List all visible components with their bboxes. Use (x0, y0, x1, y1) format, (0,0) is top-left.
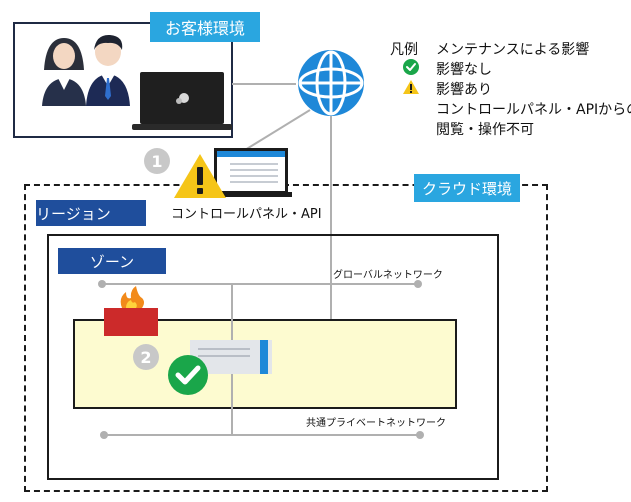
zone-box (47, 234, 499, 480)
step-1-badge: 1 (144, 148, 170, 174)
legend-subtitle: メンテナンスによる影響 (436, 42, 590, 58)
legend-impact-note-2: 閲覧・操作不可 (436, 122, 534, 138)
zone-label: ゾーン (58, 248, 166, 274)
step-2-number: 2 (140, 347, 152, 367)
legend-impact-note-1: コントロールパネル・APIからの (436, 102, 631, 118)
legend-warning-icon (403, 80, 419, 94)
customer-env-label: お客様環境 (150, 12, 260, 42)
legend-no-impact: 影響なし (436, 62, 492, 78)
globe-icon (298, 50, 364, 116)
people-icon (42, 34, 130, 106)
shared-private-network-label: 共通プライベートネットワーク (306, 418, 446, 429)
region-label: リージョン (36, 200, 146, 226)
customer-env-box (13, 22, 233, 138)
control-panel-label: コントロールパネル・API (171, 207, 322, 222)
legend-title: 凡例 (390, 42, 418, 58)
legend-check-icon (403, 59, 419, 75)
laptop-icon (132, 72, 232, 130)
firewall-icon (104, 286, 158, 336)
cloud-env-label: クラウド環境 (414, 174, 520, 202)
warning-icon (174, 154, 226, 198)
legend-impact: 影響あり (436, 82, 492, 98)
global-network-label: グローバルネットワーク (333, 270, 443, 281)
check-icon (168, 355, 208, 395)
monitor-icon (208, 148, 292, 197)
step-1-number: 1 (151, 151, 163, 171)
step-2-badge: 2 (133, 344, 159, 370)
